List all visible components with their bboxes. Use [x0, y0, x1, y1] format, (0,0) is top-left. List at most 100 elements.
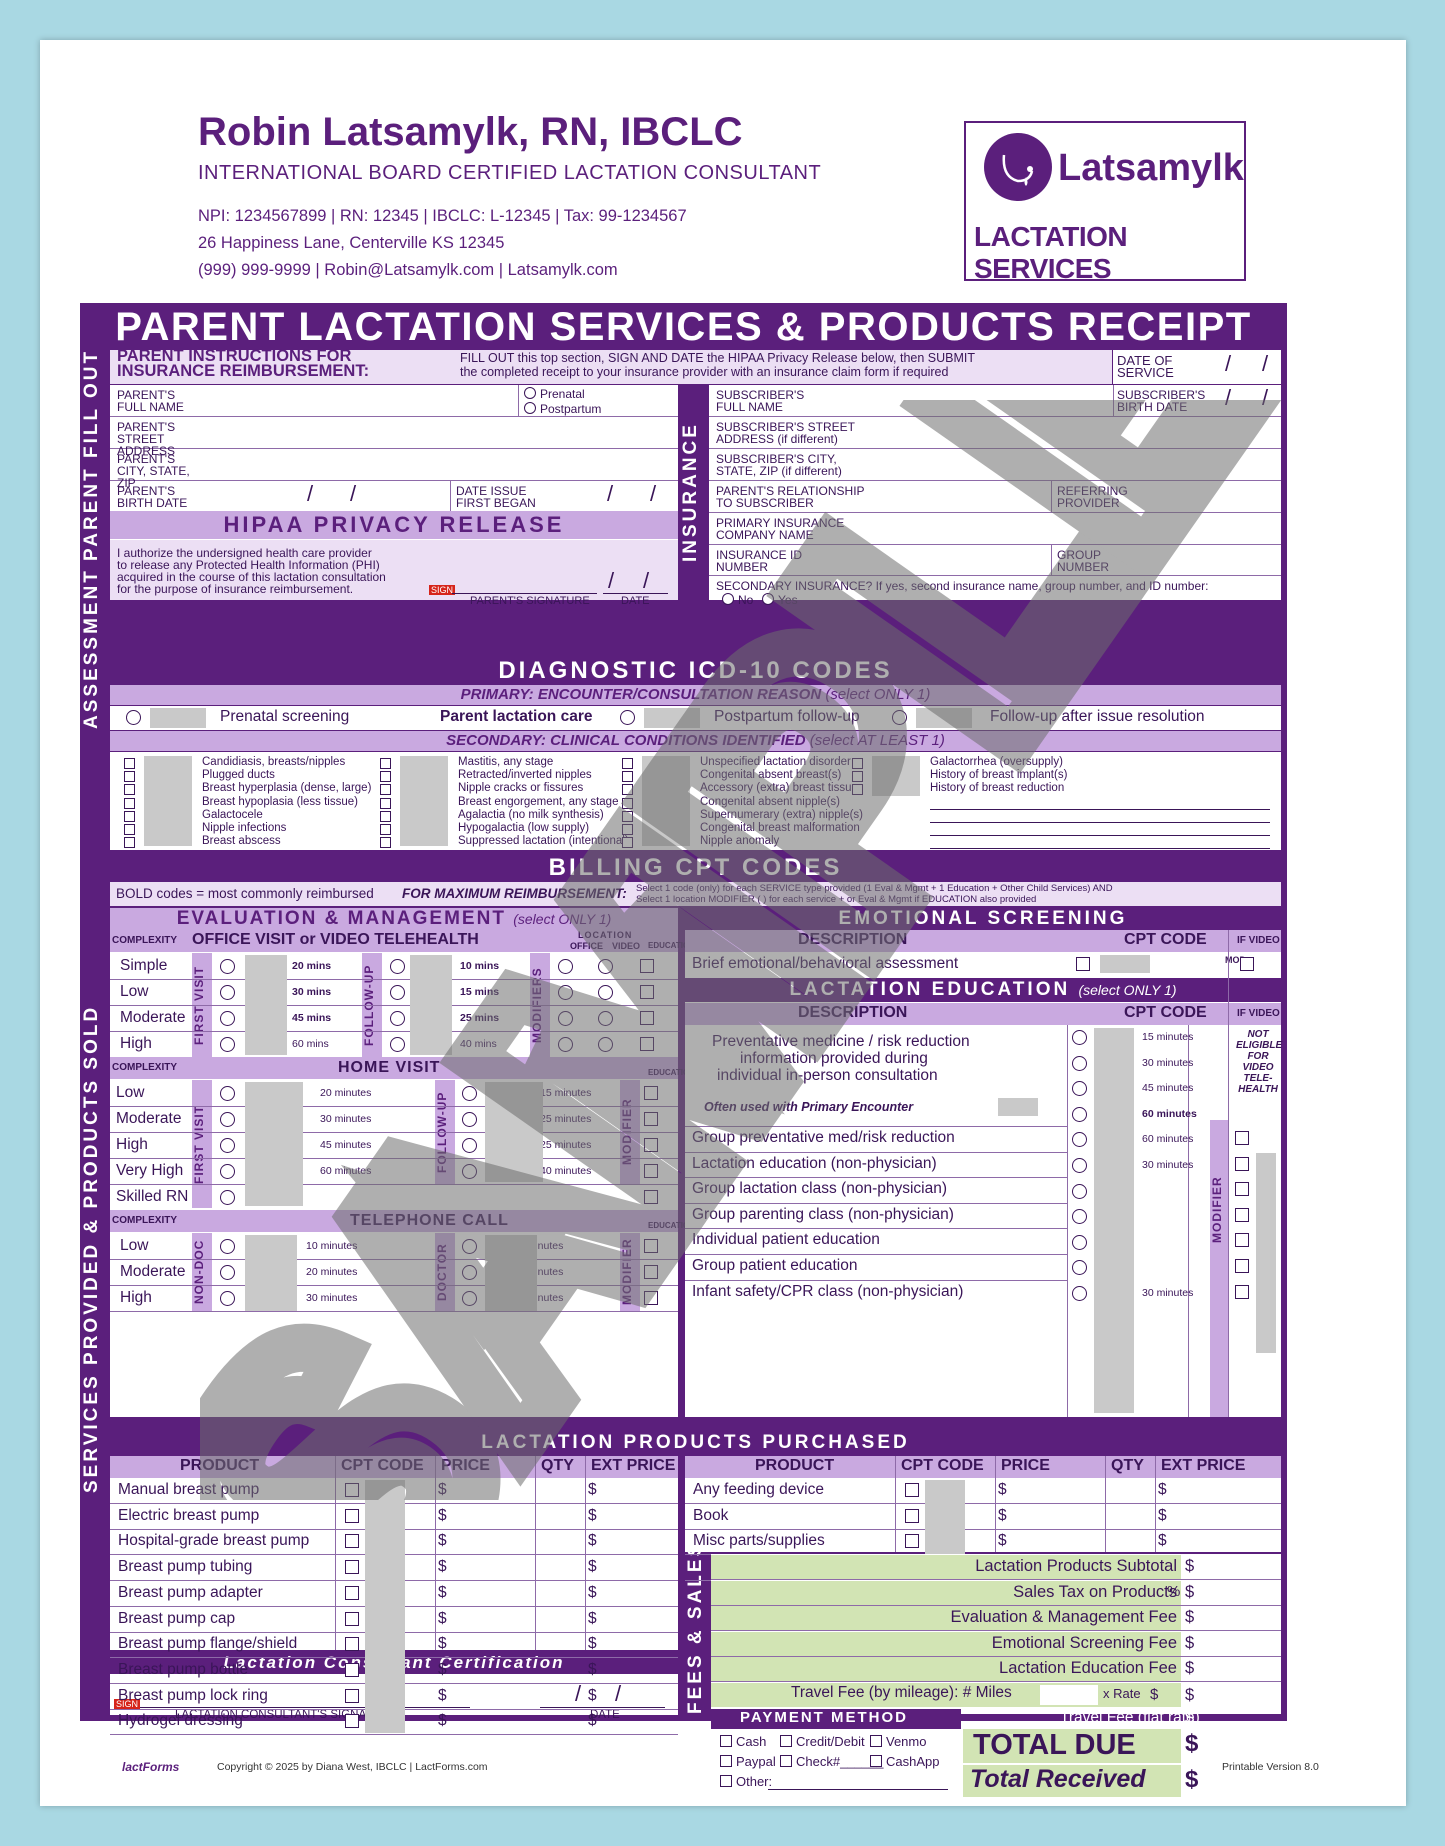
product-checkbox[interactable]: [345, 1560, 359, 1575]
product-checkbox[interactable]: [345, 1714, 359, 1729]
office-first-radio[interactable]: [220, 985, 235, 1000]
followup-resolution-radio[interactable]: [892, 710, 907, 725]
education-checkbox[interactable]: [644, 1265, 658, 1279]
education-radio[interactable]: [1072, 1055, 1087, 1071]
home-followup-radio[interactable]: [462, 1112, 477, 1127]
education-radio[interactable]: [1072, 1030, 1087, 1045]
condition-checkbox[interactable]: [622, 758, 633, 769]
video-checkbox[interactable]: [1235, 1182, 1249, 1197]
education-radio[interactable]: [1072, 1081, 1087, 1097]
product-checkbox[interactable]: [345, 1508, 359, 1523]
education-radio[interactable]: [1072, 1286, 1087, 1301]
video-location-radio[interactable]: [598, 985, 613, 1000]
condition-checkbox[interactable]: [852, 784, 863, 796]
condition-checkbox[interactable]: [124, 837, 135, 849]
condition-checkbox[interactable]: [124, 771, 135, 783]
video-location-radio[interactable]: [598, 959, 613, 974]
product-checkbox[interactable]: [345, 1585, 359, 1600]
tel-doctor-radio[interactable]: [462, 1239, 477, 1254]
condition-checkbox[interactable]: [852, 771, 863, 783]
product-checkbox[interactable]: [345, 1688, 359, 1703]
education-checkbox[interactable]: [640, 1011, 654, 1025]
video-checkbox[interactable]: [1235, 1233, 1249, 1248]
office-location-radio[interactable]: [558, 1037, 573, 1052]
payment-checkbox[interactable]: [720, 1735, 732, 1747]
payment-checkbox[interactable]: [870, 1755, 882, 1767]
office-first-radio[interactable]: [220, 1011, 235, 1026]
condition-checkbox[interactable]: [622, 784, 633, 796]
condition-checkbox[interactable]: [380, 797, 391, 809]
payment-checkbox[interactable]: [780, 1735, 792, 1747]
office-location-radio[interactable]: [558, 959, 573, 974]
office-followup-radio[interactable]: [390, 1011, 405, 1026]
education-checkbox[interactable]: [644, 1164, 658, 1178]
prenatal-screening-radio[interactable]: [126, 710, 141, 725]
education-checkbox[interactable]: [644, 1112, 658, 1126]
office-first-radio[interactable]: [220, 1037, 235, 1052]
condition-checkbox[interactable]: [124, 824, 135, 835]
condition-checkbox[interactable]: [622, 837, 633, 849]
condition-checkbox[interactable]: [622, 771, 633, 783]
education-radio[interactable]: [1072, 1260, 1087, 1276]
office-first-radio[interactable]: [220, 959, 235, 974]
tel-nondoc-radio[interactable]: [220, 1239, 235, 1254]
condition-checkbox[interactable]: [380, 771, 391, 783]
parent-signature-field[interactable]: [452, 558, 597, 591]
condition-checkbox[interactable]: [852, 758, 863, 769]
condition-checkbox[interactable]: [380, 837, 391, 849]
condition-checkbox[interactable]: [622, 824, 633, 835]
condition-checkbox[interactable]: [124, 810, 135, 822]
video-checkbox[interactable]: [1235, 1284, 1249, 1299]
video-location-radio[interactable]: [598, 1011, 613, 1026]
emotional-checkbox[interactable]: [1076, 957, 1090, 971]
condition-checkbox[interactable]: [124, 784, 135, 796]
education-checkbox[interactable]: [644, 1086, 658, 1100]
video-location-radio[interactable]: [598, 1037, 613, 1052]
prenatal-radio[interactable]: [524, 387, 536, 399]
product-checkbox[interactable]: [905, 1483, 919, 1497]
education-checkbox[interactable]: [644, 1239, 658, 1253]
product-checkbox[interactable]: [905, 1508, 919, 1523]
postpartum-followup-radio[interactable]: [620, 710, 635, 725]
education-radio[interactable]: [1072, 1106, 1087, 1122]
video-checkbox[interactable]: [1235, 1207, 1249, 1222]
home-followup-radio[interactable]: [462, 1138, 477, 1153]
home-first-radio[interactable]: [220, 1164, 235, 1179]
education-checkbox[interactable]: [644, 1291, 658, 1305]
education-radio[interactable]: [1072, 1132, 1087, 1148]
office-location-radio[interactable]: [558, 1011, 573, 1026]
education-radio[interactable]: [1072, 1158, 1087, 1173]
tel-doctor-radio[interactable]: [462, 1265, 477, 1280]
payment-checkbox[interactable]: [720, 1755, 732, 1767]
home-first-radio[interactable]: [220, 1086, 235, 1101]
product-checkbox[interactable]: [345, 1662, 359, 1677]
video-checkbox[interactable]: [1235, 1156, 1249, 1171]
education-checkbox[interactable]: [640, 1037, 654, 1051]
secondary-yes-radio[interactable]: [762, 593, 774, 605]
education-checkbox[interactable]: [644, 1190, 658, 1204]
product-checkbox[interactable]: [345, 1534, 359, 1549]
condition-checkbox[interactable]: [622, 797, 633, 809]
total-received-field[interactable]: [1182, 1765, 1281, 1797]
miles-input[interactable]: [1040, 1685, 1098, 1705]
tel-nondoc-radio[interactable]: [220, 1291, 235, 1306]
condition-checkbox[interactable]: [380, 784, 391, 796]
condition-checkbox[interactable]: [380, 824, 391, 835]
education-radio[interactable]: [1072, 1183, 1087, 1199]
education-checkbox[interactable]: [644, 1138, 658, 1152]
home-first-radio[interactable]: [220, 1190, 235, 1205]
office-followup-radio[interactable]: [390, 959, 405, 974]
payment-checkbox[interactable]: [780, 1755, 792, 1767]
condition-checkbox[interactable]: [124, 797, 135, 809]
home-first-radio[interactable]: [220, 1112, 235, 1127]
education-radio[interactable]: [1072, 1209, 1087, 1225]
product-checkbox[interactable]: [345, 1611, 359, 1626]
tel-doctor-radio[interactable]: [462, 1291, 477, 1306]
product-checkbox[interactable]: [905, 1534, 919, 1549]
secondary-no-radio[interactable]: [722, 593, 734, 605]
condition-checkbox[interactable]: [380, 758, 391, 769]
home-followup-radio[interactable]: [462, 1086, 477, 1101]
date-of-service-field[interactable]: [1113, 350, 1281, 384]
home-followup-radio[interactable]: [462, 1164, 477, 1179]
tel-nondoc-radio[interactable]: [220, 1265, 235, 1280]
